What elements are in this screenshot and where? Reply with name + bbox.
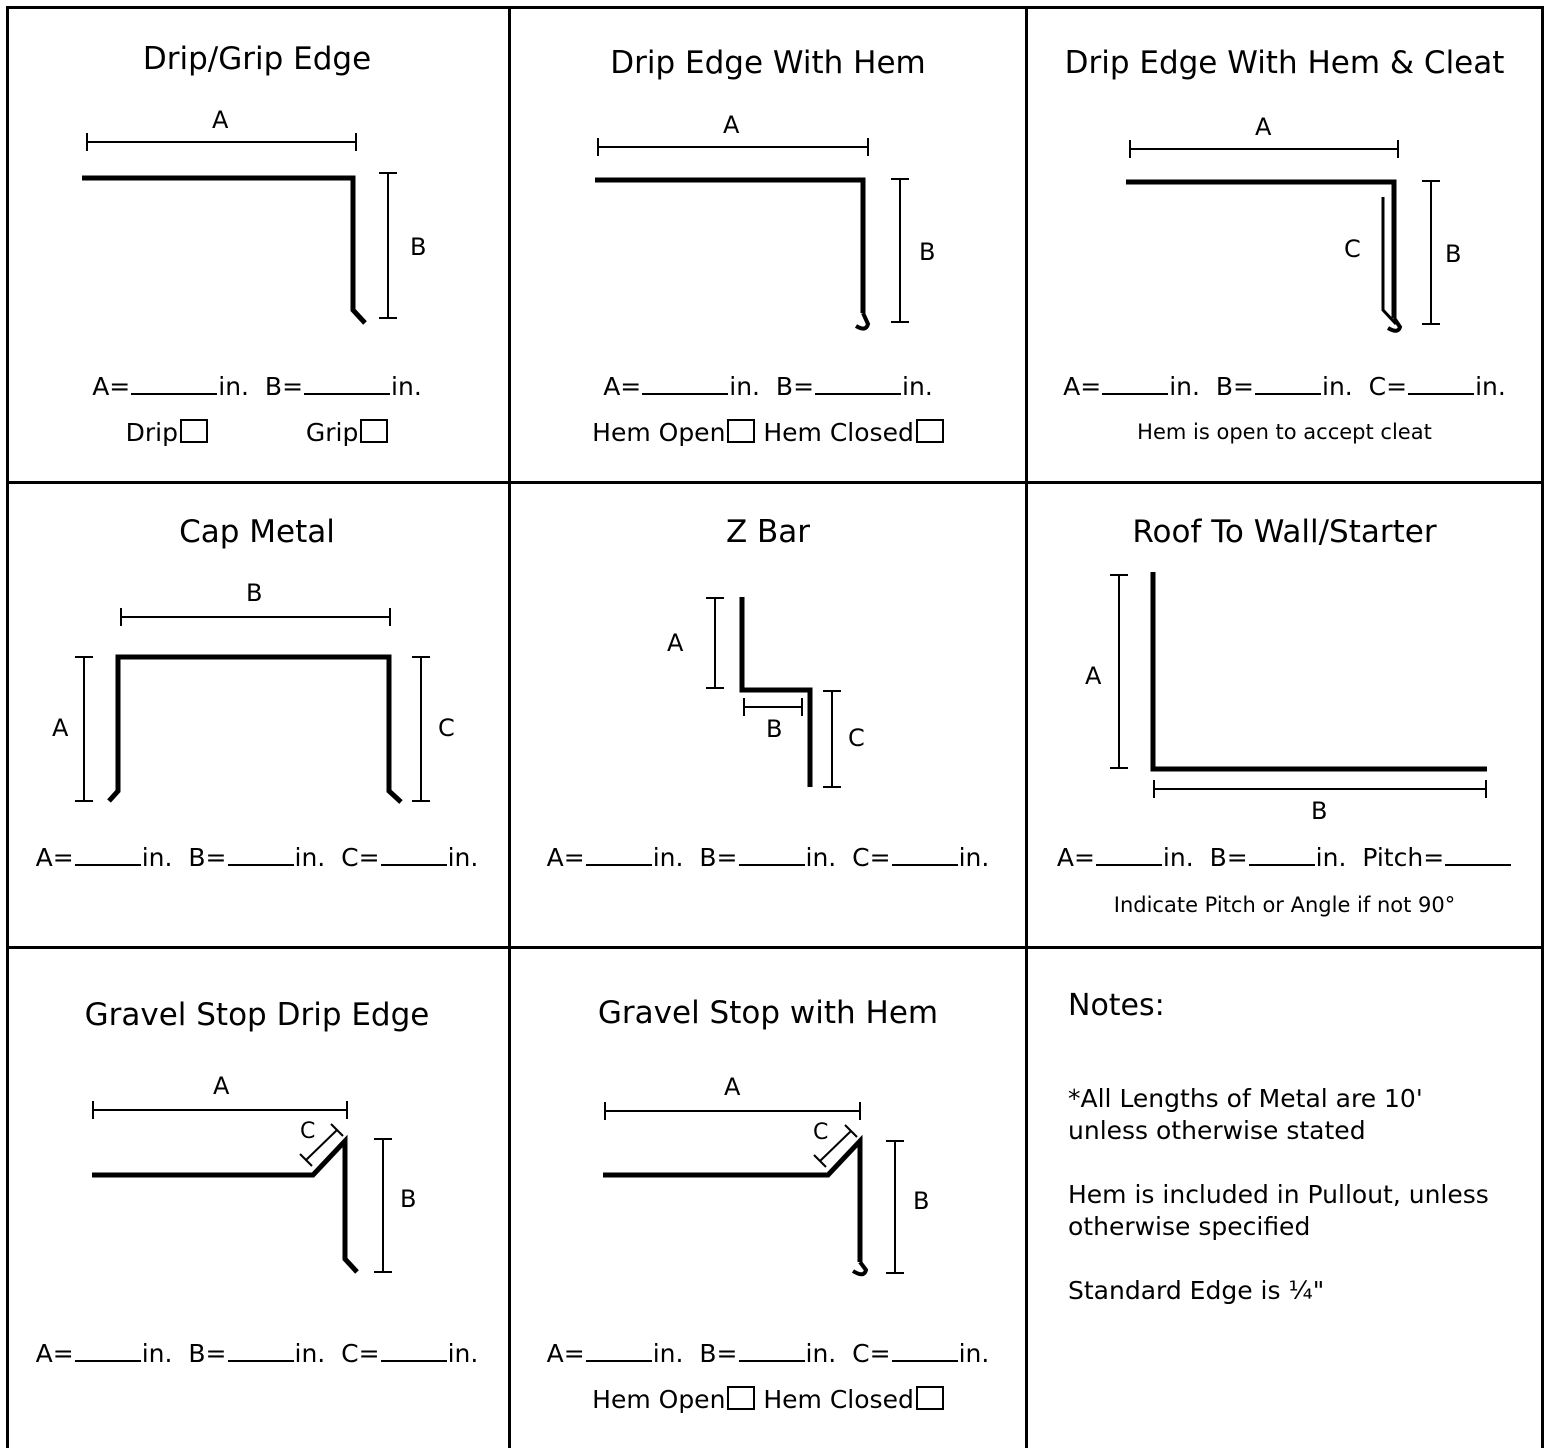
pitch-input[interactable] <box>1445 844 1512 866</box>
dimension-label-b: B <box>766 715 783 743</box>
dimension-label-a: A <box>52 714 69 742</box>
c-input[interactable] <box>380 844 447 866</box>
c-input[interactable] <box>891 844 958 866</box>
dimension-label-a: A <box>1085 662 1102 690</box>
a-input[interactable] <box>74 1340 141 1362</box>
b-input[interactable] <box>738 1340 805 1362</box>
dimension-label-a: A <box>724 1073 741 1101</box>
hem-open-checkbox[interactable] <box>727 419 756 443</box>
cell-note: Indicate Pitch or Angle if not 90° <box>1113 893 1456 917</box>
b-input[interactable] <box>227 1340 294 1362</box>
cell-title: Gravel Stop Drip Edge <box>84 997 430 1033</box>
b-input[interactable] <box>738 844 805 866</box>
option-row: Drip Grip <box>6 418 508 447</box>
a-input[interactable] <box>1102 373 1169 395</box>
dimension-label-b: B <box>246 579 263 607</box>
cell-title: Cap Metal <box>179 514 335 550</box>
cell-gravel-stop-with-hem: Gravel Stop with Hem A B C A=in. B=in. C… <box>511 949 1025 1448</box>
b-input[interactable] <box>227 844 294 866</box>
dimension-label-b: B <box>1445 240 1462 268</box>
cell-drip-edge-with-hem: Drip Edge With Hem A B A=in. B=in. Hem O… <box>511 6 1025 481</box>
dimension-fields: A=in. B=in. C=in. <box>546 1339 990 1368</box>
cell-cap-metal: Cap Metal B A C A=in. B=in. C=in. <box>6 484 508 946</box>
dimension-label-c: C <box>1344 235 1361 263</box>
dimension-fields: A=in. B=in. C=in. <box>1063 372 1506 401</box>
grid-divider <box>6 946 1544 949</box>
b-input[interactable] <box>1255 373 1321 395</box>
a-input[interactable] <box>585 844 652 866</box>
dimension-label-a: A <box>667 629 684 657</box>
drip-checkbox[interactable] <box>179 419 208 443</box>
c-input[interactable] <box>380 1340 447 1362</box>
a-input[interactable] <box>1095 844 1162 866</box>
dimension-fields: A=in. B=in. <box>603 372 933 401</box>
cell-title: Gravel Stop with Hem <box>597 995 939 1031</box>
dimension-label-a: A <box>1255 113 1272 141</box>
cell-title: Drip/Grip Edge <box>142 41 372 77</box>
dimension-fields: A=in. B=in. C=in. <box>35 1339 479 1368</box>
option-row: Hem Open Hem Closed <box>511 418 1025 447</box>
cell-note: Hem is open to accept cleat <box>1137 420 1432 444</box>
dimension-label-c: C <box>438 714 455 742</box>
dimension-label-b: B <box>410 233 427 261</box>
cell-gravel-stop-drip-edge: Gravel Stop Drip Edge A B C A=in. B=in. … <box>6 949 508 1448</box>
grid-divider <box>508 6 511 1448</box>
a-input[interactable] <box>74 844 141 866</box>
grid-divider <box>6 481 1544 484</box>
dimension-label-a: A <box>213 1072 230 1100</box>
b-input[interactable] <box>304 373 391 395</box>
hem-closed-checkbox[interactable] <box>915 1386 944 1410</box>
cell-title: Roof To Wall/Starter <box>1132 514 1437 550</box>
note-item: Hem is included in Pullout, unless other… <box>1068 1180 1489 1241</box>
dimension-fields: A=in. B=in. C=in. <box>35 843 479 872</box>
dimension-fields: A=in. B=in. <box>92 372 422 401</box>
dimension-label-b: B <box>919 238 936 266</box>
c-input[interactable] <box>891 1340 958 1362</box>
cell-drip-grip-edge: Drip/Grip Edge A B A=in. B=in. Drip Grip <box>6 6 508 481</box>
dimension-label-b: B <box>913 1187 930 1215</box>
b-input[interactable] <box>1248 844 1315 866</box>
dimension-label-b: B <box>1311 797 1328 825</box>
notes-heading: Notes: <box>1068 988 1165 1023</box>
dimension-label-c: C <box>300 1119 316 1144</box>
hem-open-checkbox[interactable] <box>727 1386 756 1410</box>
cell-title: Drip Edge With Hem & Cleat <box>1064 45 1505 81</box>
dimension-fields: A=in. B=in. Pitch= <box>1028 843 1541 872</box>
dimension-label-b: B <box>400 1185 417 1213</box>
dimension-label-a: A <box>723 111 740 139</box>
hem-closed-checkbox[interactable] <box>915 419 944 443</box>
cell-drip-edge-hem-cleat: Drip Edge With Hem & Cleat A B C A=in. B… <box>1028 6 1541 481</box>
option-row: Hem Open Hem Closed <box>511 1385 1025 1414</box>
b-input[interactable] <box>815 373 902 395</box>
grip-checkbox[interactable] <box>360 419 389 443</box>
note-item: *All Lengths of Metal are 10' unless oth… <box>1068 1084 1423 1145</box>
a-input[interactable] <box>131 373 218 395</box>
a-input[interactable] <box>642 373 729 395</box>
dimension-fields: A=in. B=in. C=in. <box>546 843 990 872</box>
a-input[interactable] <box>585 1340 652 1362</box>
cell-z-bar: Z Bar A B C A=in. B=in. C=in. <box>511 484 1025 946</box>
dimension-label-c: C <box>813 1120 829 1145</box>
cell-roof-to-wall: Roof To Wall/Starter A B A=in. B=in. Pit… <box>1028 484 1541 946</box>
dimension-label-a: A <box>212 106 229 134</box>
dimension-label-c: C <box>848 724 865 752</box>
cell-title: Drip Edge With Hem <box>610 45 926 81</box>
c-input[interactable] <box>1408 373 1475 395</box>
order-form-grid <box>6 6 1544 1448</box>
grid-divider <box>1025 6 1028 1448</box>
cell-title: Z Bar <box>725 514 811 550</box>
note-item: Standard Edge is ¼" <box>1068 1276 1325 1305</box>
